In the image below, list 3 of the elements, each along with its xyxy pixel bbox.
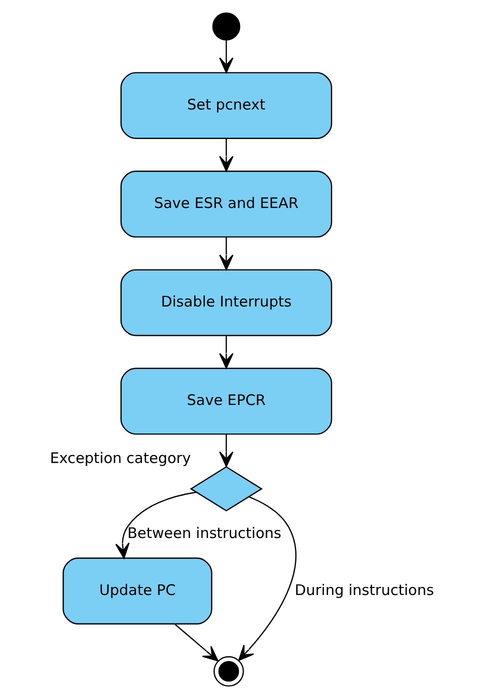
edge-label: Between instructions bbox=[127, 525, 282, 542]
edge-label: During instructions bbox=[294, 582, 434, 599]
node-label: Exception category bbox=[50, 450, 191, 467]
